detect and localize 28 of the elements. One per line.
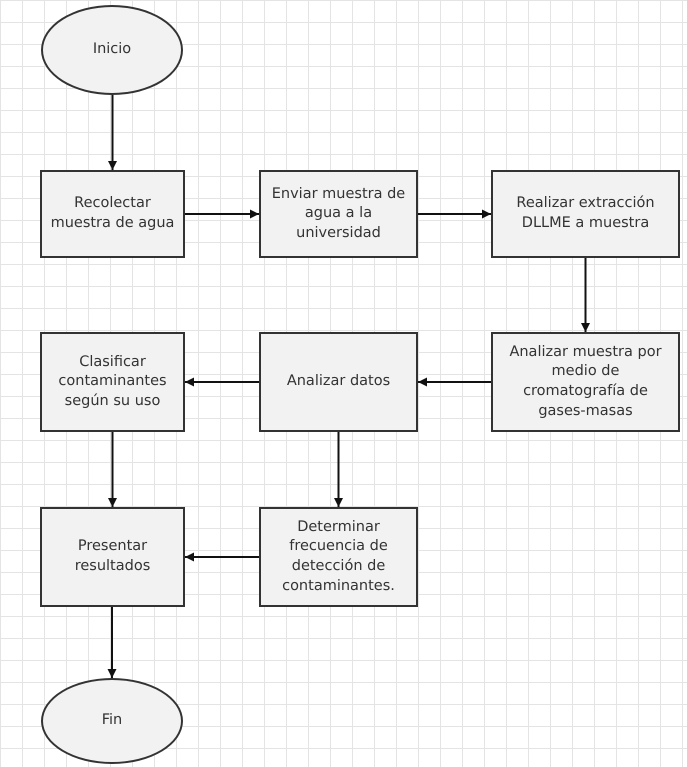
process-box — [40, 332, 185, 432]
node-label: Recolectar muestra de agua — [50, 194, 176, 233]
node-label: Clasificar contaminantes según su uso — [57, 352, 168, 411]
process-box — [40, 170, 185, 258]
node-label: Determinar frecuencia de detección de contaminantes. — [281, 518, 396, 596]
node-label: Enviar muestra de agua a la universidad — [270, 184, 406, 243]
process-box — [491, 332, 680, 432]
arrow — [334, 432, 343, 507]
arrow — [185, 210, 259, 218]
node-label: Inicio — [92, 40, 132, 60]
arrow — [108, 95, 117, 170]
node-label: Realizar extracción DLLME a muestra — [515, 194, 656, 233]
process-box — [259, 507, 418, 607]
process-box — [40, 507, 185, 607]
process-box — [259, 170, 418, 258]
node-label: Analizar muestra por medio de cromatografía de gases-masas — [508, 342, 663, 421]
arrow — [185, 378, 259, 386]
arrow — [108, 607, 116, 678]
node-label: Analizar datos — [286, 372, 390, 392]
process-box — [491, 170, 680, 258]
arrow — [581, 258, 590, 332]
process-box — [259, 332, 418, 432]
arrow — [185, 552, 259, 562]
node-label: Presentar resultados — [74, 537, 152, 576]
node-label: Fin — [102, 711, 122, 730]
arrow — [418, 210, 491, 218]
arrow — [108, 432, 117, 507]
arrow — [418, 378, 491, 386]
